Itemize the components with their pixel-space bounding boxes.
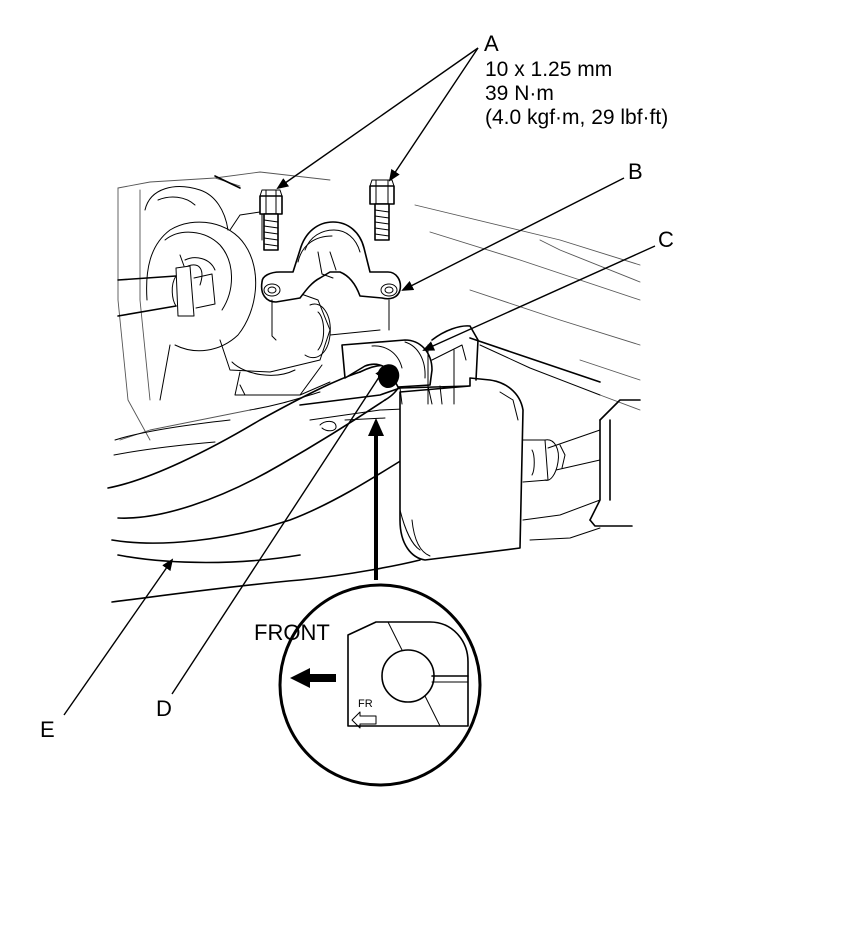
rear-pivot-bolt [522, 429, 601, 541]
callout-a: A [484, 31, 499, 56]
alignment-lines [271, 299, 455, 405]
front-direction-label: FRONT [254, 620, 330, 645]
frame-rail [469, 337, 641, 527]
callout-e: E [40, 717, 55, 742]
subframe-outline [117, 171, 641, 441]
torque-alt-label: (4.0 kgf·m, 29 lbf·ft) [485, 106, 669, 129]
drive-shaft [117, 254, 216, 317]
callout-b: B [628, 159, 643, 184]
differential-housing [144, 186, 381, 401]
detail-view-arrow [368, 418, 384, 580]
callout-c: C [658, 227, 674, 252]
leader-lines [63, 47, 656, 716]
callout-d: D [156, 696, 172, 721]
bolt-left [259, 189, 283, 251]
detail-inset [278, 583, 482, 787]
fr-mark-label: FR [358, 698, 373, 710]
bushing-bracket [260, 221, 402, 303]
stabilizer-bushing [341, 325, 479, 405]
rubber-mount-block [399, 377, 524, 561]
stabilizer-bar [107, 364, 421, 603]
torque-nm-label: 39 N·m [485, 82, 554, 105]
bolt-right [369, 179, 395, 241]
bolt-size-label: 10 x 1.25 mm [485, 58, 613, 81]
